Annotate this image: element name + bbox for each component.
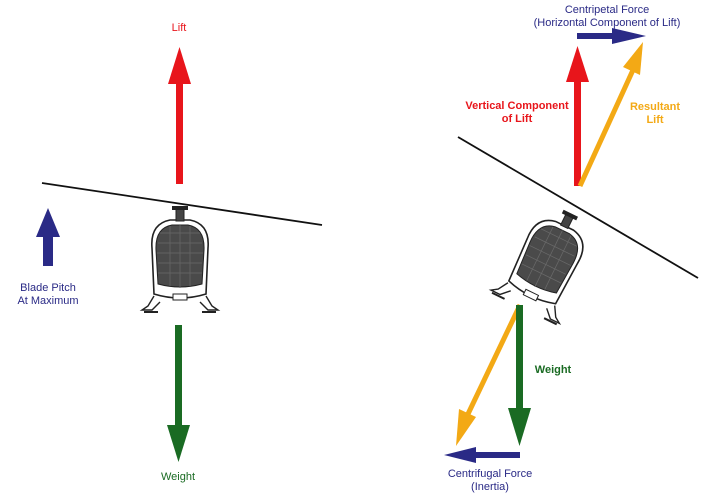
- vertical-line1: Vertical Component: [465, 100, 569, 112]
- centrifugal-arrow: [444, 447, 520, 463]
- centrifugal-line1: Centrifugal Force: [447, 468, 533, 480]
- weight-arrow-right: [508, 305, 531, 446]
- helicopter-banked-icon: [489, 195, 606, 327]
- centripetal-line2: (Horizontal Component of Lift): [533, 17, 681, 29]
- centrifugal-line2: (Inertia): [471, 481, 509, 493]
- resultant-lift-arrow: [577, 42, 643, 188]
- centripetal-label: Centripetal Force (Horizontal Component …: [512, 4, 702, 30]
- centrifugal-label: Centrifugal Force (Inertia): [430, 468, 550, 494]
- vertical-lift-arrow: [566, 46, 589, 186]
- vertical-component-label: Vertical Component of Lift: [453, 100, 581, 126]
- lift-label-left: Lift: [171, 22, 187, 34]
- blade-pitch-line1: Blade Pitch: [20, 282, 76, 294]
- resultant-line1: Resultant: [629, 101, 681, 113]
- blade-pitch-line2: At Maximum: [17, 295, 79, 307]
- weight-label-left: Weight: [160, 471, 196, 483]
- centripetal-line1: Centripetal Force: [564, 4, 650, 16]
- helicopter-level-icon: [141, 205, 219, 313]
- blade-pitch-label: Blade Pitch At Maximum: [6, 282, 90, 308]
- resultant-weight-arrow: [456, 303, 523, 446]
- centripetal-arrow: [577, 28, 646, 44]
- weight-arrow-left: [167, 325, 190, 462]
- lift-arrow-left: [168, 47, 191, 184]
- rotor-blade-right: [457, 136, 699, 279]
- resultant-line2: Lift: [646, 114, 664, 126]
- weight-label-right: Weight: [534, 364, 572, 376]
- resultant-lift-label: Resultant Lift: [620, 101, 690, 127]
- rotor-blade-left: [41, 182, 323, 226]
- vertical-line2: of Lift: [501, 113, 533, 125]
- blade-pitch-arrow: [36, 208, 60, 266]
